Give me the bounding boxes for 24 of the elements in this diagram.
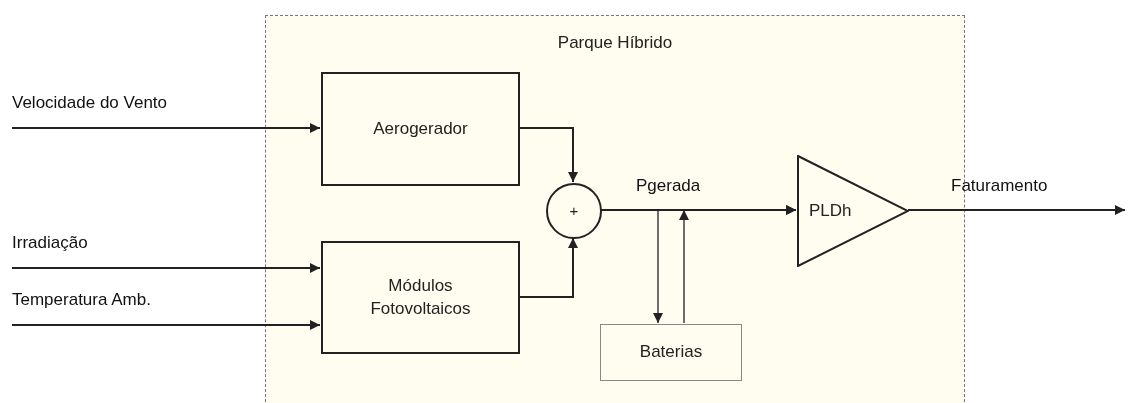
edge-label: Velocidade do Vento bbox=[12, 93, 168, 113]
block-label: Aerogerador bbox=[373, 117, 468, 140]
group-title: Parque Híbrido bbox=[557, 32, 673, 54]
arrow bbox=[600, 209, 663, 324]
arrow bbox=[518, 127, 578, 183]
arrow bbox=[518, 237, 578, 298]
arrow bbox=[11, 263, 321, 273]
block-label: Módulos Fotovoltaicos bbox=[369, 274, 472, 320]
edge-label: Faturamento bbox=[951, 176, 1048, 196]
gain-triangle bbox=[797, 155, 909, 267]
arrow bbox=[679, 205, 797, 324]
edge-label: Irradiação bbox=[12, 233, 88, 253]
arrow bbox=[11, 123, 321, 133]
edge-label: Temperatura Amb. bbox=[12, 290, 151, 310]
block-label: PLDh bbox=[809, 199, 852, 222]
block-box bbox=[321, 241, 520, 354]
block-label: Baterias bbox=[639, 341, 703, 364]
arrow bbox=[11, 320, 321, 330]
plus-sign: + bbox=[569, 200, 579, 221]
arrow bbox=[907, 205, 1126, 215]
block-box bbox=[600, 324, 742, 381]
block-box bbox=[321, 72, 520, 186]
summing-junction-circle bbox=[546, 183, 602, 239]
edge-label: Pgerada bbox=[636, 176, 701, 196]
